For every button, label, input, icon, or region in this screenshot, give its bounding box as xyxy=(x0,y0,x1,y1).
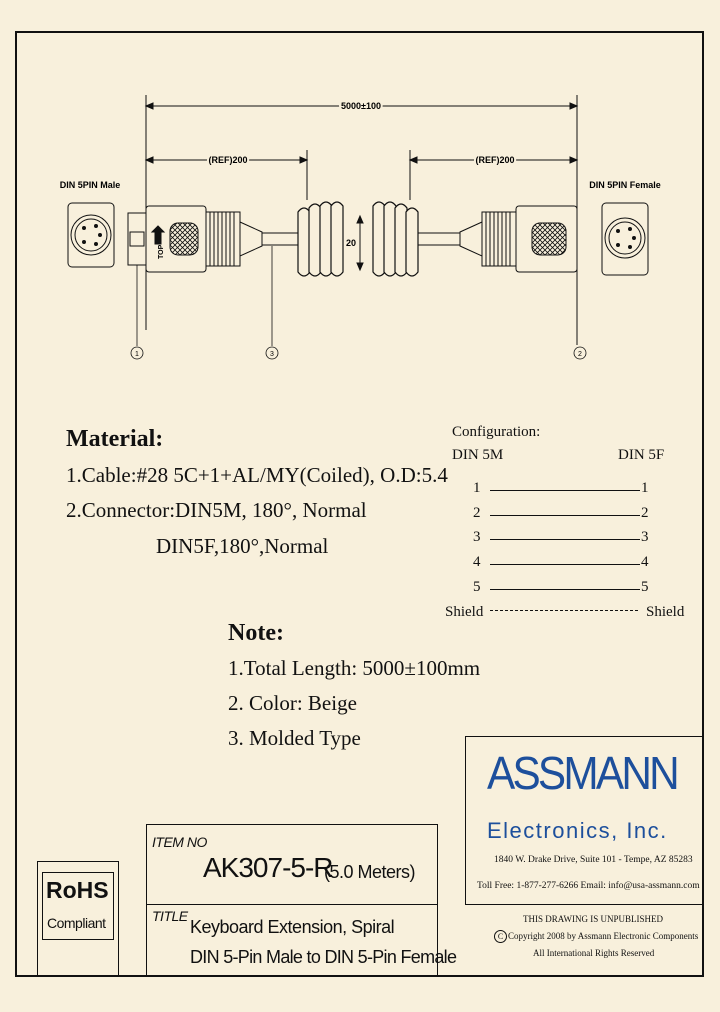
material-line-connector-male: 2.Connector:DIN5M, 180°, Normal xyxy=(66,498,367,522)
pin-right: 5 xyxy=(641,579,649,595)
left-connector-label: DIN 5PIN Male xyxy=(60,180,121,190)
table-row: 1 1 xyxy=(440,480,690,500)
table-row: 4 4 xyxy=(440,554,690,574)
balloon-1: 1 xyxy=(135,351,139,358)
cable-drawing: 5000±100 (REF)200 (REF)200 20 DIN 5PIN M… xyxy=(60,95,661,360)
company-block xyxy=(465,736,704,905)
pin-left: Shield xyxy=(445,604,484,620)
copyright-mark: C xyxy=(494,930,507,943)
pin-left: 5 xyxy=(473,579,481,595)
note-line-color: 2. Color: Beige xyxy=(228,691,357,715)
top-mark: TOP xyxy=(158,244,165,259)
note-line-type: 3. Molded Type xyxy=(228,726,361,750)
dim-total-label: 5000±100 xyxy=(341,101,381,111)
note-line-length: 1.Total Length: 5000±100mm xyxy=(228,656,481,680)
cable-straight-right xyxy=(418,232,460,246)
note-heading: Note: xyxy=(228,620,284,646)
configuration-left-header: DIN 5M xyxy=(452,447,504,463)
pin-left: 1 xyxy=(473,480,481,496)
rohs-compliant: Compliant xyxy=(47,915,106,931)
configuration-table: 1 1 2 2 3 3 4 4 5 5 Shield Shield xyxy=(440,480,690,630)
rohs-outer-box xyxy=(37,861,119,977)
material-line-cable: 1.Cable:#28 5C+1+AL/MY(Coiled), O.D:5.4 xyxy=(66,463,448,487)
pin-wire xyxy=(490,515,640,516)
table-row: 3 3 xyxy=(440,529,690,549)
dimension-ref-left xyxy=(144,150,309,200)
pin-wire xyxy=(490,539,640,540)
configuration-title: Configuration: xyxy=(452,424,541,440)
title-block-divider xyxy=(146,904,438,905)
title-line-1: Keyboard Extension, Spiral xyxy=(190,917,395,937)
din-male-connector xyxy=(127,205,263,273)
pin-right: 4 xyxy=(641,554,649,570)
dim-ref-left-label: (REF)200 xyxy=(208,155,247,165)
notice-copyright: Copyright 2008 by Assmann Electronic Com… xyxy=(508,931,699,941)
table-row: 2 2 xyxy=(440,505,690,525)
dimension-coil xyxy=(356,214,364,272)
company-subtitle: Electronics, Inc. xyxy=(487,818,668,843)
rohs-title: RoHS xyxy=(46,877,109,903)
dimension-ref-right xyxy=(408,150,579,200)
pin-left: 3 xyxy=(473,529,481,545)
copyright-symbol: C xyxy=(497,932,504,941)
pin-left: 2 xyxy=(473,505,481,521)
material-heading: Material: xyxy=(66,426,164,452)
dim-coil-label: 20 xyxy=(346,238,356,248)
pin-wire xyxy=(490,490,640,491)
cable-coil xyxy=(297,201,419,277)
din-female-connector xyxy=(459,205,578,273)
cable-straight-left xyxy=(262,232,300,246)
pin-right: 3 xyxy=(641,529,649,545)
table-row: 5 5 xyxy=(440,579,690,599)
pin-wire xyxy=(490,564,640,565)
item-suffix: (5.0 Meters) xyxy=(324,862,416,882)
din-male-end-view xyxy=(67,202,115,268)
notice-rights: All International Rights Reserved xyxy=(533,948,655,958)
rohs-badge xyxy=(42,872,114,940)
pin-right: 2 xyxy=(641,505,649,521)
pin-right: 1 xyxy=(641,480,649,496)
title-label: TITLE xyxy=(152,908,188,924)
material-line-connector-female: DIN5F,180°,Normal xyxy=(156,534,329,558)
title-line-2: DIN 5-Pin Male to DIN 5-Pin Female xyxy=(190,947,457,967)
pin-wire xyxy=(490,610,638,611)
table-row: Shield Shield xyxy=(440,604,690,624)
item-no: AK307-5-R xyxy=(203,852,334,883)
din-female-end-view xyxy=(601,202,649,276)
right-connector-label: DIN 5PIN Female xyxy=(589,180,661,190)
pin-right: Shield xyxy=(646,604,685,620)
balloon-3: 3 xyxy=(270,351,274,358)
company-address: 1840 W. Drake Drive, Suite 101 - Tempe, … xyxy=(494,855,693,865)
configuration-right-header: DIN 5F xyxy=(618,447,665,463)
title-block xyxy=(146,824,438,977)
notice-unpublished: THIS DRAWING IS UNPUBLISHED xyxy=(523,914,664,924)
pin-left: 4 xyxy=(473,554,481,570)
pin-wire xyxy=(490,589,640,590)
balloon-leaders xyxy=(130,246,587,360)
company-contact: Toll Free: 1-877-277-6266 Email: info@us… xyxy=(477,881,700,891)
item-no-label: ITEM NO xyxy=(152,834,207,850)
company-name: ASSMANN xyxy=(487,747,680,799)
balloon-2: 2 xyxy=(578,351,582,358)
dim-ref-right-label: (REF)200 xyxy=(475,155,514,165)
